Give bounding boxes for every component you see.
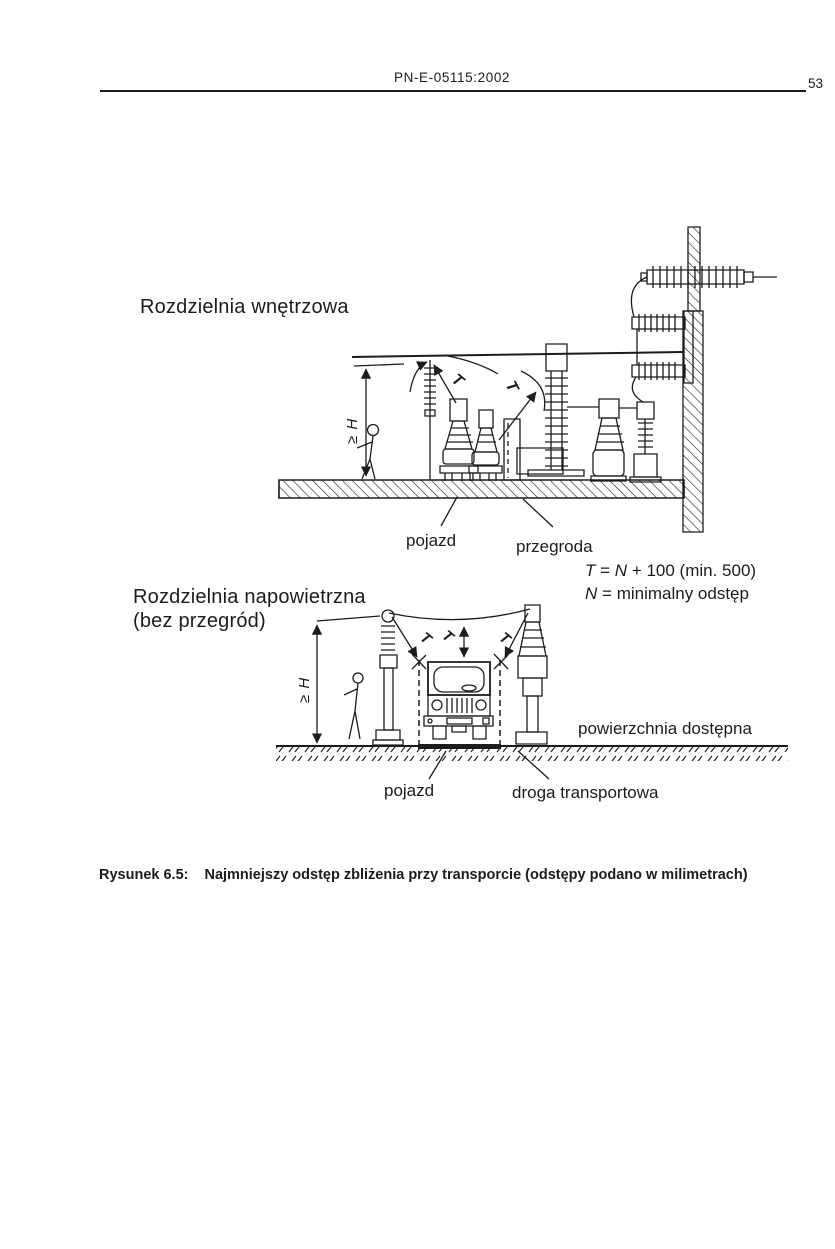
wall-bushing [641,266,777,288]
outdoor-diagram-title-line2: (bez przegród) [133,610,266,632]
accessible-surface-label: powierzchnia dostępna [578,719,752,738]
equals-sign: = [600,561,611,580]
tall-insulator-column [528,344,584,476]
ref-line [317,616,380,621]
left-insulator-post [373,610,403,745]
indoor-switchgear-drawing [279,227,777,532]
floor-insulator-stacks [591,399,661,482]
formula-n: N = minimalny odstęp [585,584,749,604]
page-number: 53 [808,76,824,91]
figure-caption-text: Najmniejszy odstęp zbliżenia przy transp… [204,867,748,883]
overhead-wire [389,609,530,620]
height-label: ≥ H [296,676,313,703]
label-leaders [429,751,549,779]
ceiling-line [352,352,683,357]
formula-t: T = N + 100 (min. 500) [585,561,756,581]
header-rule [100,90,806,92]
formula-var-n: N [585,584,598,603]
clearance-arrows [410,356,545,440]
right-insulator-post [516,605,547,744]
insulator-pole [424,360,436,480]
truck [424,662,493,739]
transport-road-strip [418,744,501,749]
person-figure [357,425,379,480]
barrier-label: przegroda [516,537,593,556]
label-leaders [441,497,553,527]
equals-sign: = [602,584,612,603]
transport-road-label: droga transportowa [512,783,659,802]
formula-var-n: N [614,561,628,580]
person-figure [344,673,363,739]
floor [279,480,684,498]
ceiling-ref-line [354,364,404,366]
formula-rest: minimalny odstęp [616,584,749,603]
outdoor-switchgear-drawing [276,605,788,779]
vehicle-label: pojazd [384,781,435,800]
formula-rest: + 100 (min. 500) [631,561,757,580]
clearance-arrows [392,613,528,658]
formula-var-t: T [585,561,596,580]
outdoor-diagram-title-line1: Rozdzielnia napowietrzna [133,586,366,608]
indoor-diagram-title: Rozdzielnia wnętrzowa [140,296,349,318]
bus-bar [567,407,637,408]
vehicle-insulator-towers [440,399,502,481]
figure-number: Rysunek 6.5: [99,867,189,883]
vehicle-label: pojazd [406,531,457,550]
standard-number: PN-E-05115:2002 [393,70,511,85]
height-label: ≥ H [344,417,361,444]
transport-envelope [412,654,508,746]
wall [683,227,703,532]
figure-caption: Rysunek 6.5: Najmniejszy odstęp zbliżeni… [99,867,799,883]
ground [276,744,788,761]
